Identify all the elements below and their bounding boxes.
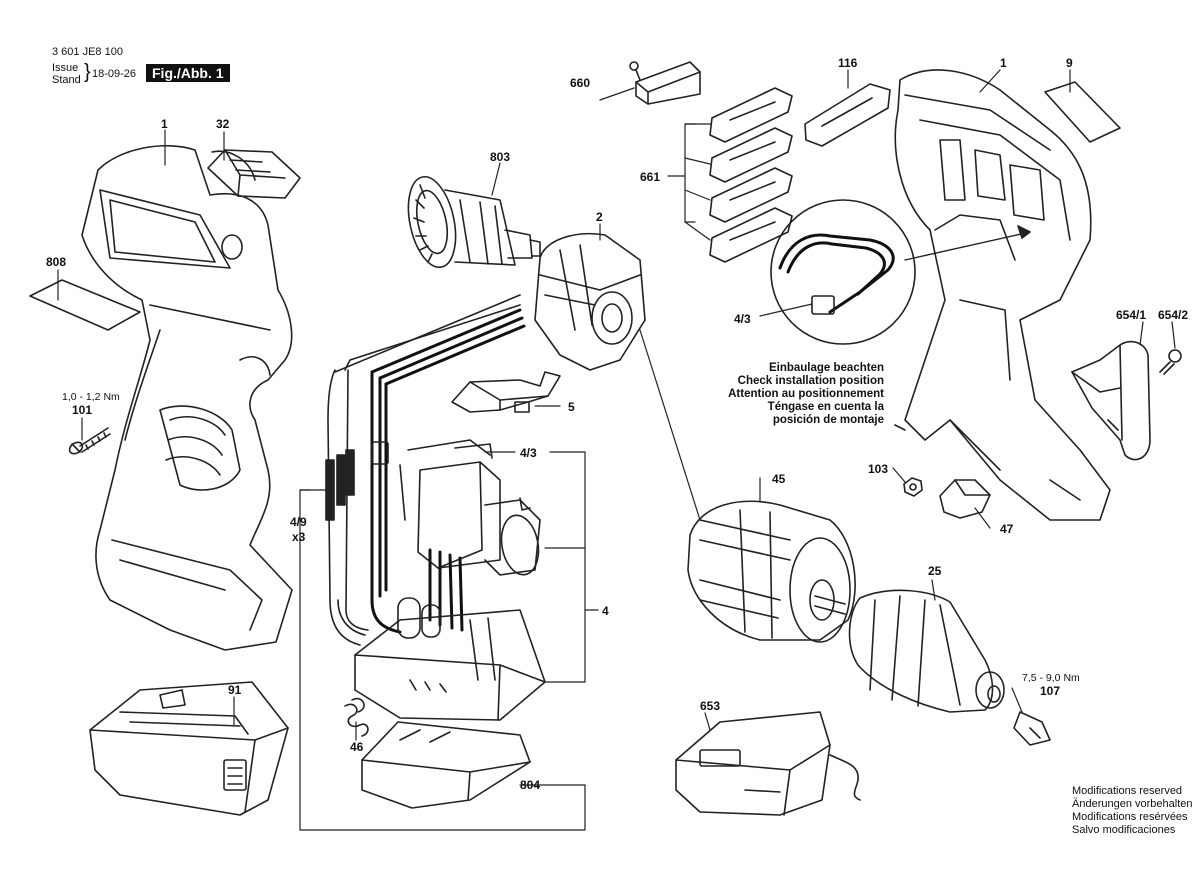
label-part-808: 808 bbox=[46, 255, 67, 269]
label-part-804: 804 bbox=[520, 778, 541, 792]
left-housing-drawing bbox=[81, 144, 293, 651]
right-housing-drawing bbox=[894, 69, 1111, 521]
wire-harness-drawing bbox=[325, 294, 526, 646]
label-part-654-1: 654/1 bbox=[1116, 308, 1147, 322]
clip-660-drawing bbox=[629, 61, 701, 105]
screw-101-drawing bbox=[68, 427, 111, 455]
label-part-107: 107 bbox=[1040, 684, 1061, 698]
switch-4-drawing bbox=[399, 439, 541, 632]
label-part-4-3-mid: 4/3 bbox=[520, 446, 537, 460]
note-line-es-1: Téngase en cuenta la bbox=[767, 401, 884, 413]
note-line-fr: Attention au positionnement bbox=[728, 388, 884, 400]
note-line-en: Check installation position bbox=[737, 375, 884, 387]
brace: } bbox=[84, 61, 91, 83]
label-part-101: 101 bbox=[72, 403, 93, 417]
strips-661-drawing bbox=[709, 87, 793, 263]
label-part-5: 5 bbox=[568, 400, 575, 414]
slider-5-drawing bbox=[451, 371, 561, 413]
armature-803-drawing bbox=[407, 175, 541, 269]
springs-46-drawing bbox=[344, 697, 369, 737]
modifications-note: Modifications reserved Änderungen vorbeh… bbox=[1072, 785, 1192, 837]
issue-date: 18-09-26 bbox=[92, 68, 137, 80]
label-part-4-9: 4/9 bbox=[290, 515, 307, 529]
note-line-es-2: posición de montaje bbox=[772, 414, 884, 426]
label-part-2: 2 bbox=[596, 210, 603, 224]
bit-holder-654-drawing bbox=[1071, 340, 1182, 461]
label-9-drawing bbox=[1044, 81, 1121, 143]
torque-107: 7,5 - 9,0 Nm bbox=[1022, 672, 1080, 684]
screw-107-drawing bbox=[1013, 711, 1051, 746]
strip-116-drawing bbox=[804, 83, 891, 147]
label-part-103: 103 bbox=[868, 462, 889, 476]
label-part-91: 91 bbox=[228, 683, 242, 697]
doc-number: 3 601 JE8 100 bbox=[52, 46, 123, 58]
label-part-47: 47 bbox=[1000, 522, 1014, 536]
mods-line-fr: Modifications resérvées bbox=[1072, 811, 1188, 823]
leader-lines bbox=[57, 69, 1176, 831]
label-part-654-2: 654/2 bbox=[1158, 308, 1189, 322]
stand-label: Stand bbox=[52, 74, 81, 86]
label-part-4-3-right: 4/3 bbox=[734, 312, 751, 326]
label-part-46: 46 bbox=[350, 740, 364, 754]
torque-101: 1,0 - 1,2 Nm bbox=[62, 391, 120, 403]
label-part-32: 32 bbox=[216, 117, 230, 131]
label-part-25: 25 bbox=[928, 564, 942, 578]
nut-103-drawing bbox=[903, 477, 923, 497]
label-part-1-right: 1 bbox=[1000, 56, 1007, 70]
label-part-1-left: 1 bbox=[161, 117, 168, 131]
board-electronics-drawing bbox=[354, 597, 546, 721]
cap-47-drawing bbox=[939, 479, 991, 519]
mods-line-de: Änderungen vorbehalten bbox=[1072, 798, 1193, 810]
label-part-661: 661 bbox=[640, 170, 661, 184]
charger-653-drawing bbox=[675, 711, 861, 816]
label-part-803: 803 bbox=[490, 150, 511, 164]
label-part-653: 653 bbox=[700, 699, 721, 713]
installation-note: Einbaulage beachten Check installation p… bbox=[728, 362, 884, 427]
label-part-660: 660 bbox=[570, 76, 591, 90]
base-804-drawing bbox=[361, 721, 531, 809]
label-part-116: 116 bbox=[838, 56, 858, 70]
mods-line-es: Salvo modificaciones bbox=[1072, 824, 1176, 836]
battery-91-drawing bbox=[89, 681, 289, 816]
issue-label: Issue bbox=[52, 62, 79, 74]
installation-inset-drawing bbox=[770, 199, 1031, 345]
label-part-9: 9 bbox=[1066, 56, 1073, 70]
figure-badge: Fig./Abb. 1 bbox=[146, 64, 230, 82]
label-part-45: 45 bbox=[772, 472, 786, 486]
label-part-4: 4 bbox=[602, 604, 609, 618]
label-qty-x3: x3 bbox=[292, 530, 306, 544]
note-line-de: Einbaulage beachten bbox=[768, 362, 884, 374]
gearbox-45-drawing bbox=[687, 500, 856, 643]
motor-2-drawing bbox=[534, 233, 646, 371]
clip-32-drawing bbox=[207, 149, 301, 199]
chuck-25-drawing bbox=[848, 589, 1005, 713]
mods-line-en: Modifications reserved bbox=[1072, 785, 1183, 797]
label-808-drawing bbox=[29, 279, 141, 331]
